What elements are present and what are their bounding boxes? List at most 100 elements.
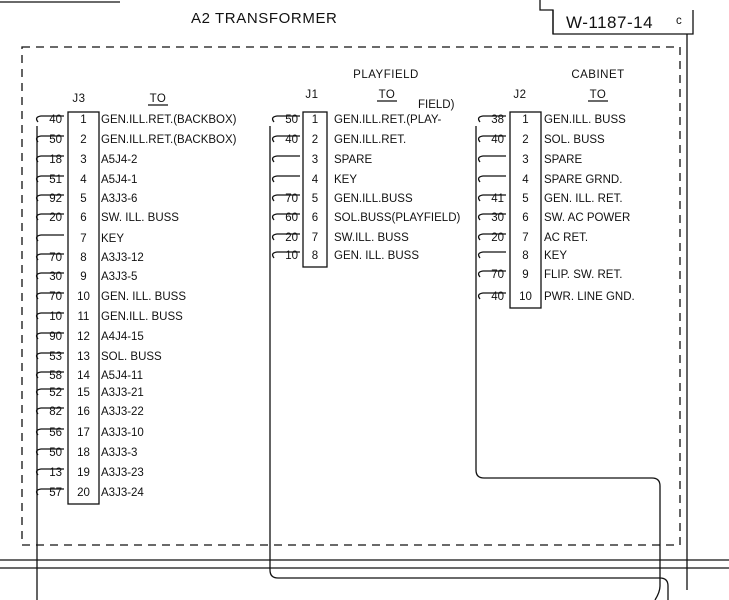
- wire-color-code: 40: [491, 134, 504, 146]
- pin-number: 14: [77, 370, 90, 382]
- wire-lead: [477, 175, 506, 183]
- pin-number: 6: [522, 212, 528, 224]
- wire-lead: [35, 234, 64, 242]
- pin-number: 10: [77, 291, 90, 303]
- wire-color-code: 10: [49, 311, 62, 323]
- wire-color-code: 18: [49, 154, 62, 166]
- pin-number: 8: [522, 250, 528, 262]
- wire-lead: [477, 270, 506, 278]
- pin-block: [509, 111, 542, 309]
- doc-revision: c: [676, 15, 682, 27]
- section-label: PLAYFIELD: [353, 69, 419, 81]
- wire-lead: [477, 135, 506, 143]
- wire-lead: [477, 292, 506, 300]
- pin-number: 18: [77, 447, 90, 459]
- wire-color-code: 50: [49, 447, 62, 459]
- pin-number: 3: [312, 154, 318, 166]
- wire-lead: [271, 115, 300, 123]
- wire-lead: [477, 194, 506, 202]
- wire-color-code: 70: [49, 291, 62, 303]
- pin-destination: A3J3-3: [101, 447, 137, 459]
- wire-lead: [477, 213, 506, 221]
- pin-destination: SW.ILL. BUSS: [334, 232, 409, 244]
- pin-destination: A3J3-24: [101, 487, 144, 499]
- pin-block: [67, 111, 100, 505]
- wire-color-code: 20: [49, 212, 62, 224]
- wire-lead: [477, 155, 506, 163]
- wire-color-code: 51: [49, 174, 62, 186]
- pin-number: 6: [80, 212, 86, 224]
- pin-number: 1: [80, 114, 86, 126]
- pin-destination: AC RET.: [544, 232, 588, 244]
- wire-color-code: 70: [491, 269, 504, 281]
- wire-color-code: 70: [49, 252, 62, 264]
- pin-destination: A3J3-10: [101, 427, 144, 439]
- pin-destination: SOL.BUSS(PLAYFIELD): [334, 212, 460, 224]
- pin-destination: GEN. ILL. BUSS: [101, 291, 186, 303]
- pin-number: 12: [77, 331, 90, 343]
- wire-color-code: 57: [49, 487, 62, 499]
- pin-number: 10: [519, 291, 532, 303]
- page-title: A2 TRANSFORMER: [191, 10, 337, 27]
- pin-destination: PWR. LINE GND.: [544, 291, 635, 303]
- pin-destination: SOL. BUSS: [101, 351, 162, 363]
- wire-lead: [271, 213, 300, 221]
- wire-color-code: 30: [491, 212, 504, 224]
- pin-number: 7: [522, 232, 528, 244]
- pin-destination: A3J3-6: [101, 193, 137, 205]
- pin-destination: SPARE: [544, 154, 582, 166]
- pin-destination: A3J3-23: [101, 467, 144, 479]
- pin-destination: A3J3-21: [101, 387, 144, 399]
- wire-color-code: 82: [49, 406, 62, 418]
- wire-color-code: 20: [491, 232, 504, 244]
- pin-destination: GEN.ILL.BUSS: [334, 193, 413, 205]
- playfield-harness-route: [269, 262, 669, 600]
- pin-number: 11: [78, 311, 90, 323]
- pin-number: 2: [522, 134, 528, 146]
- pin-number: 2: [80, 134, 86, 146]
- pin-destination: GEN.ILL.RET.(BACKBOX): [101, 114, 237, 126]
- pin-row: 20 7 AC RET.: [477, 232, 588, 244]
- wire-color-code: 10: [285, 250, 298, 262]
- wire-color-code: 90: [49, 331, 62, 343]
- pin-row: 50 18 A3J3-3: [35, 447, 137, 459]
- doc-number: W-1187-14: [566, 13, 653, 32]
- pin-number: 8: [312, 250, 318, 262]
- wire-lead: [271, 155, 300, 163]
- pin-destination: KEY: [101, 233, 124, 245]
- pin-number: 16: [77, 406, 90, 418]
- wire-color-code: 38: [491, 114, 504, 126]
- pin-row: 57 20 A3J3-24: [35, 487, 144, 499]
- wire-color-code: 20: [285, 232, 298, 244]
- pin-destination: GEN. ILL. BUSS: [334, 250, 419, 262]
- pin-number: 4: [80, 174, 87, 186]
- cabinet-harness-route: [475, 300, 661, 600]
- pin-number: 20: [77, 487, 90, 499]
- transformer-enclosure: [21, 46, 681, 546]
- wire-color-code: 60: [285, 212, 298, 224]
- wire-lead: [477, 251, 506, 259]
- pin-row: 70 10 GEN. ILL. BUSS: [35, 291, 186, 303]
